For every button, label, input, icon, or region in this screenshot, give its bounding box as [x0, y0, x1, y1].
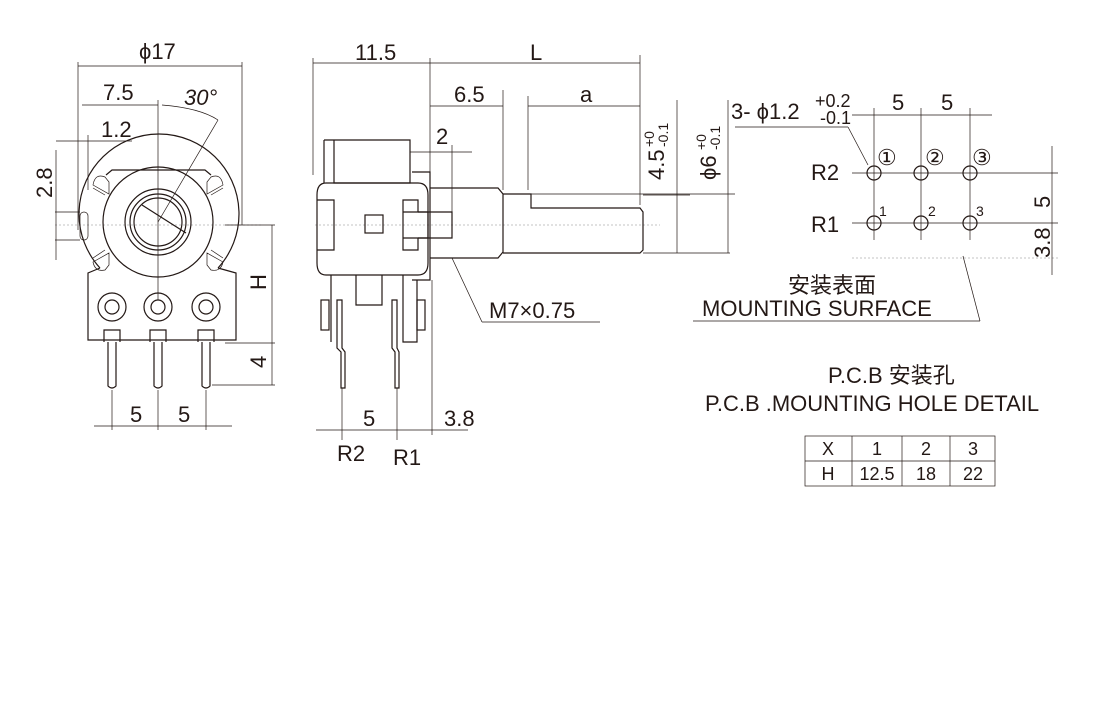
- r2-pin-label: R2: [337, 441, 365, 466]
- table-cell: H: [822, 464, 835, 484]
- r2-hole-number: ①: [877, 145, 897, 170]
- r1-hole-number: 3: [976, 203, 984, 219]
- row-gap-label: 5: [1030, 196, 1055, 208]
- dim-7-5-label: 7.5: [103, 80, 134, 105]
- table-header-cell: 3: [968, 439, 978, 459]
- pcb-detail-labels: 3- ϕ1.2 +0.2 -0.1 5 5 R2 R1 ① ② ③ 1 2 3 …: [702, 90, 1055, 416]
- row-r2-label: R2: [811, 160, 839, 185]
- dim-l-label: L: [530, 40, 542, 65]
- hole-tol-upper: +0.2: [815, 91, 851, 111]
- table-cell: 22: [963, 464, 983, 484]
- dim-11-5-label: 11.5: [355, 40, 396, 65]
- row-r1-label: R1: [811, 212, 839, 237]
- r1-pin-label: R1: [393, 445, 421, 470]
- svg-text:-0.1: -0.1: [655, 123, 671, 147]
- front-view: [55, 62, 275, 430]
- thread-label: M7×0.75: [489, 298, 575, 323]
- dim-2-label: 2: [436, 124, 448, 149]
- pitch-5-label: 5: [178, 402, 190, 427]
- pin-pitch-label: 5: [363, 406, 375, 431]
- table-header-cell: 2: [921, 439, 931, 459]
- pcb-pitch-label: 5: [892, 90, 904, 115]
- table-header-cell: 1: [872, 439, 882, 459]
- table-cell: 12.5: [859, 464, 894, 484]
- dim-6-5-label: 6.5: [454, 82, 485, 107]
- surface-gap-label: 3.8: [1030, 227, 1055, 258]
- table-cell: 18: [916, 464, 936, 484]
- side-view: [312, 55, 735, 440]
- hole-tol-lower: -0.1: [820, 108, 851, 128]
- pcb-hole-detail: [693, 108, 1058, 322]
- dim-h-label: H: [246, 274, 271, 290]
- mounting-surface-cn: 安装表面: [788, 273, 876, 298]
- diameter-17-label: ϕ17: [139, 39, 176, 64]
- pcb-title-en: P.C.B .MOUNTING HOLE DETAIL: [705, 391, 1039, 416]
- dimension-table: X 1 2 3 H 12.5 18 22: [804, 435, 996, 487]
- r1-hole-number: 1: [879, 203, 887, 219]
- svg-text:4.5: 4.5: [644, 149, 669, 180]
- dim-4-label: 4: [246, 356, 271, 368]
- pitch-5-label: 5: [130, 402, 142, 427]
- front-view-labels: ϕ17 7.5 30° 1.2 2.8 H 4 5 5: [32, 39, 271, 427]
- shaft-dim-label: ϕ6 +0 -0.1: [693, 126, 723, 180]
- mounting-surface-en: MOUNTING SURFACE: [702, 296, 932, 321]
- flat-dim-label: 4.5 +0 -0.1: [641, 123, 671, 180]
- hole-spec-label: 3- ϕ1.2: [731, 99, 800, 124]
- r2-hole-number: ②: [925, 145, 945, 170]
- r2-hole-number: ③: [972, 145, 992, 170]
- dim-a-label: a: [580, 82, 593, 107]
- angle-30-label: 30°: [184, 85, 217, 110]
- dim-2-8-label: 2.8: [32, 167, 57, 198]
- svg-text:ϕ6: ϕ6: [696, 155, 721, 180]
- pin-offset-label: 3.8: [444, 406, 475, 431]
- svg-text:+0: +0: [641, 131, 657, 147]
- dim-1-2-label: 1.2: [101, 117, 132, 142]
- table-header-cell: X: [822, 439, 834, 459]
- r1-hole-number: 2: [928, 203, 936, 219]
- pcb-pitch-label: 5: [941, 90, 953, 115]
- pcb-title-cn: P.C.B 安装孔: [828, 363, 955, 388]
- svg-text:+0: +0: [693, 134, 709, 150]
- svg-text:-0.1: -0.1: [707, 126, 723, 150]
- side-view-labels: 11.5 L 6.5 a 2 4.5 +0 -0.1 ϕ6 +0 -0.1 M7…: [337, 40, 723, 470]
